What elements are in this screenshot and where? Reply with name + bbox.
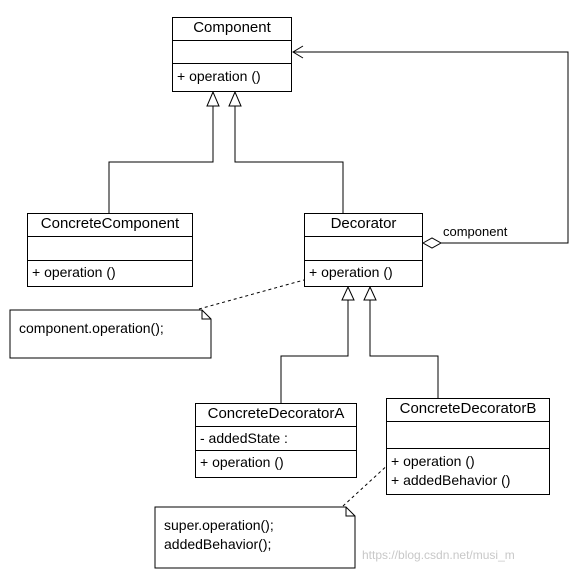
class-name: Decorator <box>330 215 397 232</box>
operation-row: + addedBehavior () <box>391 472 511 488</box>
note-shape-decorator <box>9 309 212 359</box>
operations-compartment: + operation () <box>305 260 422 286</box>
operations-compartment: + operation () <box>196 450 356 477</box>
generalization-arrowhead-decorator <box>228 90 242 107</box>
attribute-row: - addedState : <box>200 430 288 446</box>
generalization-concretecomponent-to-component <box>108 106 214 213</box>
attributes-compartment <box>173 40 291 63</box>
attributes-compartment <box>387 421 549 448</box>
class-name: ConcreteDecoratorA <box>207 405 345 422</box>
generalization-decoratora-to-decorator <box>280 300 349 403</box>
operation-row: + operation () <box>200 454 284 470</box>
operation-row: + operation () <box>32 264 116 280</box>
aggregation-diamond <box>421 237 443 249</box>
operations-compartment: + operation () + addedBehavior () <box>387 448 549 494</box>
class-name: Component <box>193 19 271 36</box>
class-concrete-component[interactable]: ConcreteComponent + operation () <box>27 213 193 287</box>
association-arrowhead <box>292 45 304 59</box>
note-decorator-operation[interactable]: component.operation(); <box>10 310 211 358</box>
attributes-compartment <box>305 236 422 260</box>
note-decorator-b-operation[interactable]: super.operation(); addedBehavior(); <box>155 507 355 568</box>
operations-compartment: + operation () <box>28 260 192 286</box>
note-anchor-decorator <box>198 279 305 310</box>
attributes-compartment <box>28 236 192 260</box>
note-line: addedBehavior(); <box>164 536 272 552</box>
association-decorator-component <box>293 51 569 244</box>
note-anchor-decoratorb <box>342 461 392 507</box>
class-name: ConcreteDecoratorB <box>399 400 537 417</box>
attributes-compartment: - addedState : <box>196 426 356 450</box>
association-role-label: component <box>443 224 508 239</box>
operation-row: + operation () <box>391 453 475 469</box>
watermark: https://blog.csdn.net/musi_m <box>362 548 515 562</box>
class-concrete-decorator-a[interactable]: ConcreteDecoratorA - addedState : + oper… <box>195 403 357 478</box>
note-line: super.operation(); <box>164 517 274 533</box>
class-concrete-decorator-b[interactable]: ConcreteDecoratorB + operation () + adde… <box>386 398 550 495</box>
class-decorator[interactable]: Decorator + operation () <box>304 213 423 287</box>
operations-compartment: + operation () <box>173 63 291 91</box>
class-name: ConcreteComponent <box>40 215 180 232</box>
generalization-decoratorb-to-decorator <box>369 300 439 398</box>
generalization-arrowhead-decoratorb <box>363 285 377 301</box>
note-shape-decoratorb <box>154 506 356 569</box>
generalization-arrowhead-concretecomponent <box>206 90 220 107</box>
operation-row: + operation () <box>177 68 261 84</box>
generalization-decorator-to-component <box>234 106 344 213</box>
generalization-arrowhead-decoratora <box>341 285 355 301</box>
note-line: component.operation(); <box>19 320 164 336</box>
operation-row: + operation () <box>309 264 393 280</box>
class-component[interactable]: Component + operation () <box>172 17 292 92</box>
